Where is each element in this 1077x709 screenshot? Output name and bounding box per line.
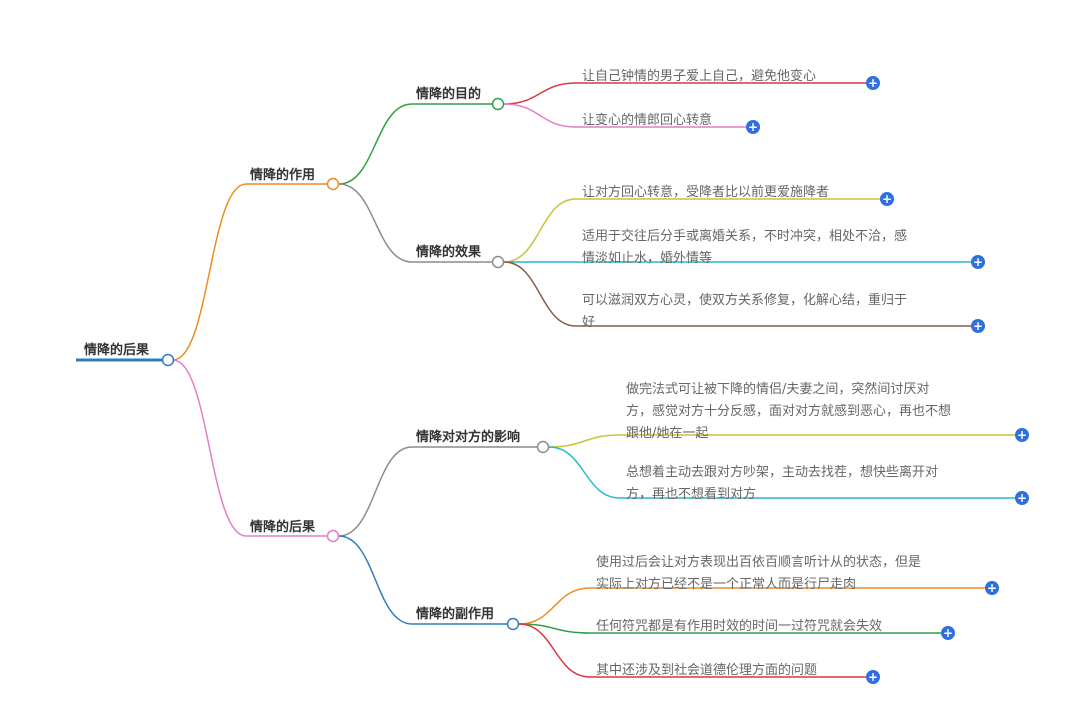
leaf-text-line: 好 (582, 315, 595, 330)
leaf-text-line: 方，感觉对方十分反感，面对对方就感到恶心，再也不想 (626, 403, 951, 419)
branch-node-label: 情降的后果 (250, 519, 315, 535)
subbranch-node-toggle[interactable] (491, 255, 505, 269)
plus-glyph: + (973, 255, 983, 269)
plus-glyph: + (987, 581, 997, 595)
subbranch-connector (338, 446, 413, 537)
plus-circle (985, 581, 999, 595)
leaf-connector (503, 261, 577, 327)
plus-circle (746, 120, 760, 134)
subbranch-connector (338, 183, 413, 263)
leaf-text-line: 让自己钟情的男子爱上自己，避免他变心 (582, 68, 816, 84)
subbranch-node-label: 情降对对方的影响 (416, 429, 520, 445)
leaf-text-line: 任何符咒都是有作用时效的时间一过符咒就会失效 (596, 618, 882, 634)
plus-circle (941, 626, 955, 640)
subbranch-node-label: 情降的目的 (416, 86, 481, 102)
leaf-text-line: 适用于交往后分手或离婚关系，不时冲突，相处不洽，感 (582, 228, 907, 244)
leaf-connector (503, 82, 577, 105)
plus-circle (971, 255, 985, 269)
leaf-text-line: 可以滋润双方心灵，使双方关系修复，化解心结，重归于 (582, 292, 907, 308)
plus-circle (1015, 491, 1029, 505)
plus-glyph: + (868, 670, 878, 684)
plus-glyph: + (882, 192, 892, 206)
leaf-connector (548, 446, 621, 499)
branch-node-toggle[interactable] (326, 177, 340, 191)
expand-plus-icon[interactable]: + (880, 192, 894, 206)
leaf-text-line: 使用过后会让对方表现出百依百顺言听计从的状态，但是 (596, 554, 921, 570)
leaf-connector (518, 587, 591, 625)
expand-plus-icon[interactable]: + (971, 319, 985, 333)
expand-plus-icon[interactable]: + (1015, 491, 1029, 505)
plus-circle (880, 192, 894, 206)
leaf-connector (548, 434, 621, 448)
expand-plus-icon[interactable]: + (746, 120, 760, 134)
plus-glyph: + (973, 319, 983, 333)
plus-glyph: + (1017, 491, 1027, 505)
expand-plus-icon[interactable]: + (985, 581, 999, 595)
leaf-text-line: 让变心的情郎回心转意 (582, 112, 712, 128)
leaf-text-line: 做完法式可让被下降的情侣/夫妻之间，突然间讨厌对 (626, 381, 929, 397)
plus-glyph: + (748, 120, 758, 134)
subbranch-node-label: 情降的副作用 (416, 606, 494, 622)
leaf-text-line: 实际上对方已经不是一个正常人而是行尸走肉 (596, 576, 856, 592)
leaf-text-line: 总想着主动去跟对方吵架，主动去找茬，想快些离开对 (626, 464, 938, 480)
plus-glyph: + (1017, 428, 1027, 442)
branch-connector (172, 183, 247, 361)
expand-plus-icon[interactable]: + (1015, 428, 1029, 442)
subbranch-node-toggle[interactable] (536, 440, 550, 454)
expand-plus-icon[interactable]: + (866, 76, 880, 90)
leaf-text-line: 情淡如止水，婚外情等 (582, 250, 712, 266)
subbranch-connector (338, 535, 413, 625)
expand-plus-icon[interactable]: + (866, 670, 880, 684)
leaf-connector (503, 103, 577, 128)
subbranch-node-label: 情降的效果 (416, 244, 481, 260)
plus-circle (866, 76, 880, 90)
plus-circle (971, 319, 985, 333)
leaf-text-line: 其中还涉及到社会道德伦理方面的问题 (596, 662, 817, 678)
root-node-label: 情降的后果 (84, 342, 149, 358)
plus-glyph: + (943, 626, 953, 640)
plus-circle (1015, 428, 1029, 442)
leaf-connector (518, 623, 591, 634)
leaf-connector (503, 198, 577, 263)
subbranch-connector (338, 103, 413, 185)
branch-node-label: 情降的作用 (250, 167, 315, 183)
plus-circle (866, 670, 880, 684)
branch-node-toggle[interactable] (326, 529, 340, 543)
subbranch-node-toggle[interactable] (491, 97, 505, 111)
plus-glyph: + (868, 76, 878, 90)
subbranch-node-toggle[interactable] (506, 617, 520, 631)
leaf-text-line: 让对方回心转意，受降者比以前更爱施降者 (582, 184, 829, 200)
branch-connector (172, 359, 247, 537)
leaf-connector (518, 623, 591, 678)
leaf-text-line: 跟他/她在一起 (626, 426, 708, 441)
expand-plus-icon[interactable]: + (971, 255, 985, 269)
leaf-text-line: 方，再也不想看到对方 (626, 486, 756, 502)
root-node-toggle[interactable] (161, 353, 175, 367)
expand-plus-icon[interactable]: + (941, 626, 955, 640)
